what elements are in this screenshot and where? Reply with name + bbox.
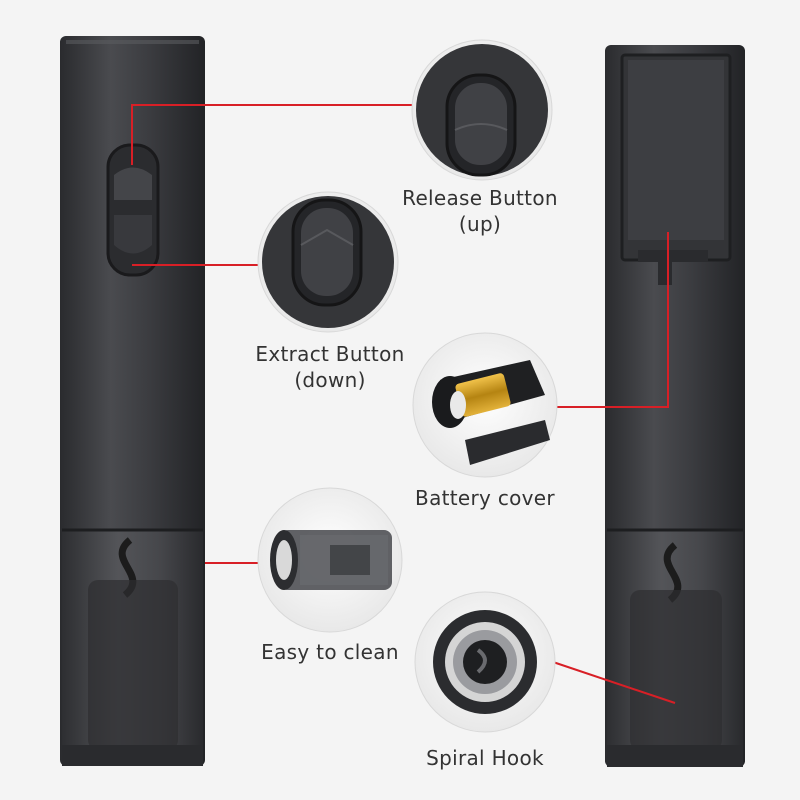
battery-cover-label: Battery cover [395, 485, 575, 511]
battery-cover-closeup [412, 332, 558, 478]
right-opener-device [605, 45, 745, 767]
spiral-hook-label: Spiral Hook [395, 745, 575, 771]
extract-button-closeup [257, 191, 399, 333]
easy-to-clean-label-text: Easy to clean [261, 640, 399, 664]
spiral-hook-closeup [414, 591, 556, 733]
battery-cover-label-text: Battery cover [415, 486, 555, 510]
extract-button-label-line2: (down) [294, 368, 366, 392]
release-button-closeup [411, 39, 553, 181]
release-button-label-line2: (up) [458, 212, 502, 236]
spiral-hook-label-text: Spiral Hook [426, 746, 544, 770]
easy-to-clean-closeup [257, 487, 403, 633]
extract-button-label-line1: Extract Button [255, 342, 405, 366]
release-callout-line [131, 104, 412, 165]
release-button-label: Release Button (up) [380, 185, 580, 237]
spiral-callout-line [552, 661, 676, 704]
left-opener-device [60, 36, 205, 766]
extract-button-label: Extract Button (down) [230, 341, 430, 393]
callout-lines [131, 104, 676, 704]
battery-callout-line [552, 232, 669, 408]
release-button-label-line1: Release Button [402, 186, 558, 210]
easy-to-clean-label: Easy to clean [240, 639, 420, 665]
